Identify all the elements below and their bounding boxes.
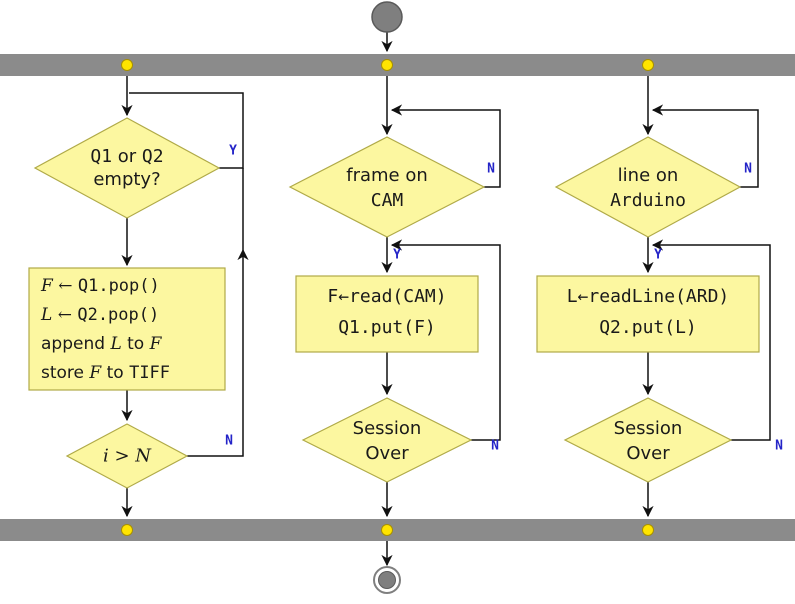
append-line: append L to F xyxy=(41,330,170,359)
fork-dot-2 xyxy=(381,59,393,71)
to-text2: to xyxy=(101,363,130,383)
fork-dot-3 xyxy=(642,59,654,71)
session-cam-label: Session Over xyxy=(353,416,422,466)
session-ard-label: Session Over xyxy=(614,416,683,466)
pop-store-box-label: F ← Q1.pop() L ← Q2.pop() append L to F … xyxy=(41,272,170,388)
edge-yes-loop-empty-check xyxy=(129,92,244,169)
pop-q1-code: Q1.pop() xyxy=(77,276,160,296)
frame-check-label: frame on CAM xyxy=(346,163,428,213)
end-node-inner xyxy=(378,571,396,589)
box-readline-ard xyxy=(536,275,760,353)
or-text: or xyxy=(112,146,142,167)
assign-f: F ← xyxy=(41,276,78,296)
read-cam-box-label: F←read(CAM) Q1.put(F) xyxy=(327,281,446,343)
edge-no-loop-line-check xyxy=(651,104,759,188)
queue1-name: Q1 xyxy=(90,146,113,167)
box-read-cam xyxy=(295,275,479,353)
readline-ard-line2: Q2.put(L) xyxy=(599,317,697,338)
edge-no-loop-session-ard xyxy=(651,239,771,441)
var-f2: F xyxy=(89,363,102,383)
line-check-label: line on Arduino xyxy=(610,163,686,213)
pop-q2-code: Q2.pop() xyxy=(77,305,160,325)
empty-check-label: Q1 or Q2 empty? xyxy=(90,145,163,191)
edge-no-loop-frame-check xyxy=(390,104,501,188)
frame-check-line1: frame on xyxy=(346,165,428,186)
edge-no-loop-count-check xyxy=(187,248,249,457)
session-ard-line1: Session xyxy=(613,418,683,439)
empty-check-line1: Q1 or Q2 xyxy=(90,145,163,168)
diamond-session-cam xyxy=(301,397,473,483)
branch-no-frame-check: N xyxy=(487,161,495,177)
box-pop-store xyxy=(28,267,226,391)
edge-no-loop-session-cam xyxy=(390,239,501,441)
empty-check-line2: empty? xyxy=(93,169,161,190)
to-text: to xyxy=(121,334,150,354)
branch-no-session-cam: N xyxy=(491,438,499,454)
connector-edges xyxy=(121,32,771,567)
pop-line-2: L ← Q2.pop() xyxy=(41,301,170,330)
pop-line-1: F ← Q1.pop() xyxy=(41,272,170,301)
read-cam-line1: F←read(CAM) xyxy=(327,286,447,307)
count-check-label: i > N xyxy=(102,445,152,467)
join-bar xyxy=(0,519,795,541)
branch-no-line-check: N xyxy=(744,161,752,177)
branch-yes-lane1: Y xyxy=(229,143,237,159)
branch-yes-line-check: Y xyxy=(654,247,662,263)
diamond-empty-check xyxy=(33,117,221,219)
fork-dot-1 xyxy=(121,59,133,71)
flow-nodes xyxy=(28,117,760,489)
readline-ard-line1: L←readLine(ARD) xyxy=(566,286,730,307)
var-f: F xyxy=(149,334,162,354)
append-text: append xyxy=(41,334,111,354)
join-dot-3 xyxy=(642,524,654,536)
line-check-line2: Arduino xyxy=(610,190,686,211)
diamond-count-check xyxy=(65,423,189,489)
read-cam-line2: Q1.put(F) xyxy=(338,317,436,338)
queue2-name: Q2 xyxy=(141,146,164,167)
tiff-code: TIFF xyxy=(129,363,171,383)
session-ard-line2: Over xyxy=(626,443,670,464)
session-cam-line2: Over xyxy=(365,443,409,464)
diamond-line-check xyxy=(554,136,742,238)
branch-no-session-ard: N xyxy=(775,438,783,454)
store-text: store xyxy=(41,363,90,383)
var-l: L xyxy=(110,334,122,354)
join-dot-1 xyxy=(121,524,133,536)
diamond-session-ard xyxy=(563,397,733,483)
assign-l: L ← xyxy=(41,305,78,325)
start-node xyxy=(371,1,403,33)
branch-no-lane1: N xyxy=(225,433,233,449)
session-cam-line1: Session xyxy=(352,418,422,439)
store-line: store F to TIFF xyxy=(41,359,170,388)
fork-bar xyxy=(0,54,795,76)
line-check-line1: line on xyxy=(617,165,679,186)
readline-ard-box-label: L←readLine(ARD) Q2.put(L) xyxy=(567,281,730,343)
frame-check-line2: CAM xyxy=(370,190,404,211)
diamond-frame-check xyxy=(288,136,486,238)
sync-dots xyxy=(121,59,654,536)
join-dot-2 xyxy=(381,524,393,536)
branch-yes-frame-check: Y xyxy=(393,247,401,263)
